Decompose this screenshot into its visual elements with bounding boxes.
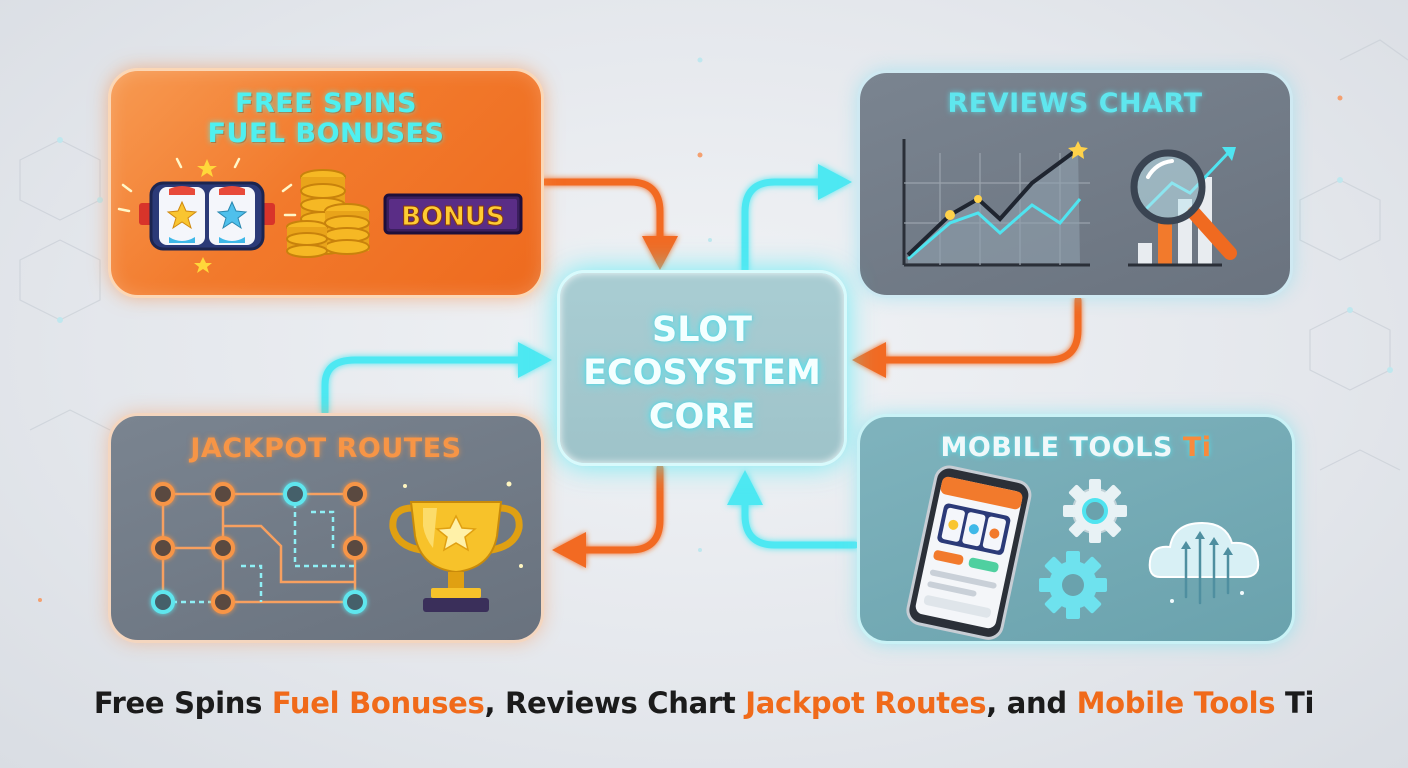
coin-stack-icon bbox=[286, 169, 370, 258]
caption-part-2: Fuel Bonuses bbox=[271, 686, 485, 720]
route-network-icon bbox=[151, 482, 367, 614]
core-title-line-1: SLOT bbox=[652, 310, 752, 350]
core-title: SLOT ECOSYSTEM CORE bbox=[560, 309, 844, 439]
panel-free-spins: FREE SPINS FUEL BONUSES bbox=[108, 68, 544, 298]
cloud-upload-icon bbox=[1148, 521, 1260, 605]
panel-reviews-title: REVIEWS CHART bbox=[947, 88, 1203, 119]
panel-jackpot-title: JACKPOT ROUTES bbox=[190, 433, 462, 464]
arrow-reviews-to-core bbox=[852, 296, 1082, 378]
gear-icon bbox=[1039, 479, 1127, 619]
arrow-core-to-reviews bbox=[741, 164, 852, 274]
core-title-line-2: ECOSYSTEM bbox=[583, 353, 821, 394]
caption-part-5: , and bbox=[986, 686, 1077, 720]
caption-part-4: Jackpot Routes bbox=[745, 686, 987, 720]
caption-part-1: Free Spins bbox=[93, 686, 272, 720]
panel-mobile-tools: MOBILE TOOLS Ti bbox=[857, 414, 1295, 644]
panel-mobile-title: MOBILE TOOLS Ti bbox=[860, 432, 1292, 463]
panel-jackpot-routes: JACKPOT ROUTES bbox=[108, 413, 544, 643]
bonus-badge-text: BONUS bbox=[401, 202, 505, 232]
magnifier-icon bbox=[1128, 147, 1237, 267]
caption-part-7: Ti bbox=[1275, 686, 1315, 720]
mobile-title-main: MOBILE TOOLS bbox=[940, 432, 1183, 463]
bonus-badge-icon bbox=[383, 193, 523, 235]
mobile-title-accent: Ti bbox=[1182, 432, 1212, 463]
trophy-icon bbox=[389, 481, 523, 612]
caption-part-3: , Reviews Chart bbox=[484, 686, 746, 720]
arrow-free-to-core bbox=[541, 178, 678, 270]
slot-reel-icon bbox=[117, 157, 297, 273]
line-chart-icon bbox=[902, 139, 1090, 267]
title-line-1: FREE SPINS bbox=[235, 88, 417, 119]
panel-free-spins-title: FREE SPINS FUEL BONUSES bbox=[111, 88, 541, 150]
arrow-jackpot-to-core bbox=[321, 342, 552, 416]
smartphone-icon bbox=[906, 465, 1032, 640]
panel-slot-ecosystem-core: SLOT ECOSYSTEM CORE bbox=[557, 270, 847, 466]
title-line-2: FUEL BONUSES bbox=[207, 118, 445, 150]
panel-reviews-chart: REVIEWS CHART bbox=[857, 70, 1293, 298]
bottom-caption: Free Spins Fuel Bonuses, Reviews Chart J… bbox=[0, 686, 1408, 720]
core-title-line-3: CORE bbox=[648, 396, 756, 437]
arrow-mobile-to-core bbox=[727, 470, 859, 549]
caption-part-6: Mobile Tools bbox=[1076, 686, 1276, 720]
arrow-core-to-jackpot bbox=[552, 464, 664, 568]
